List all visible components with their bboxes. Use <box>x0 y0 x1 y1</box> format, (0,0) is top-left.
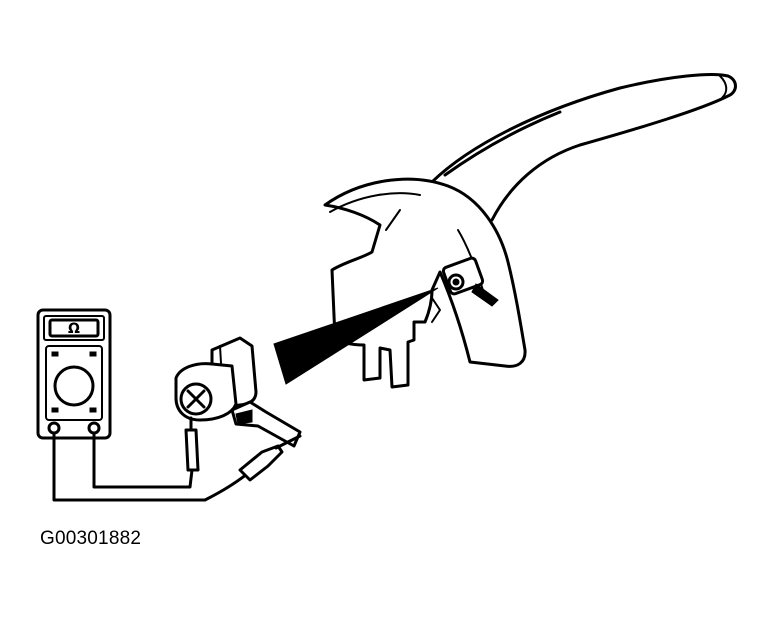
parking-brake-switch <box>174 336 302 448</box>
brake-switch-on-lever <box>441 256 499 307</box>
lever-bracket <box>323 177 527 389</box>
magnification-beam <box>273 287 439 385</box>
figure-caption: G00301882 <box>40 528 142 549</box>
meter-display-symbol: Ω <box>68 321 80 337</box>
test-leads <box>52 416 302 502</box>
parking-brake-lever <box>430 73 737 222</box>
ohmmeter: Ω <box>36 308 112 440</box>
